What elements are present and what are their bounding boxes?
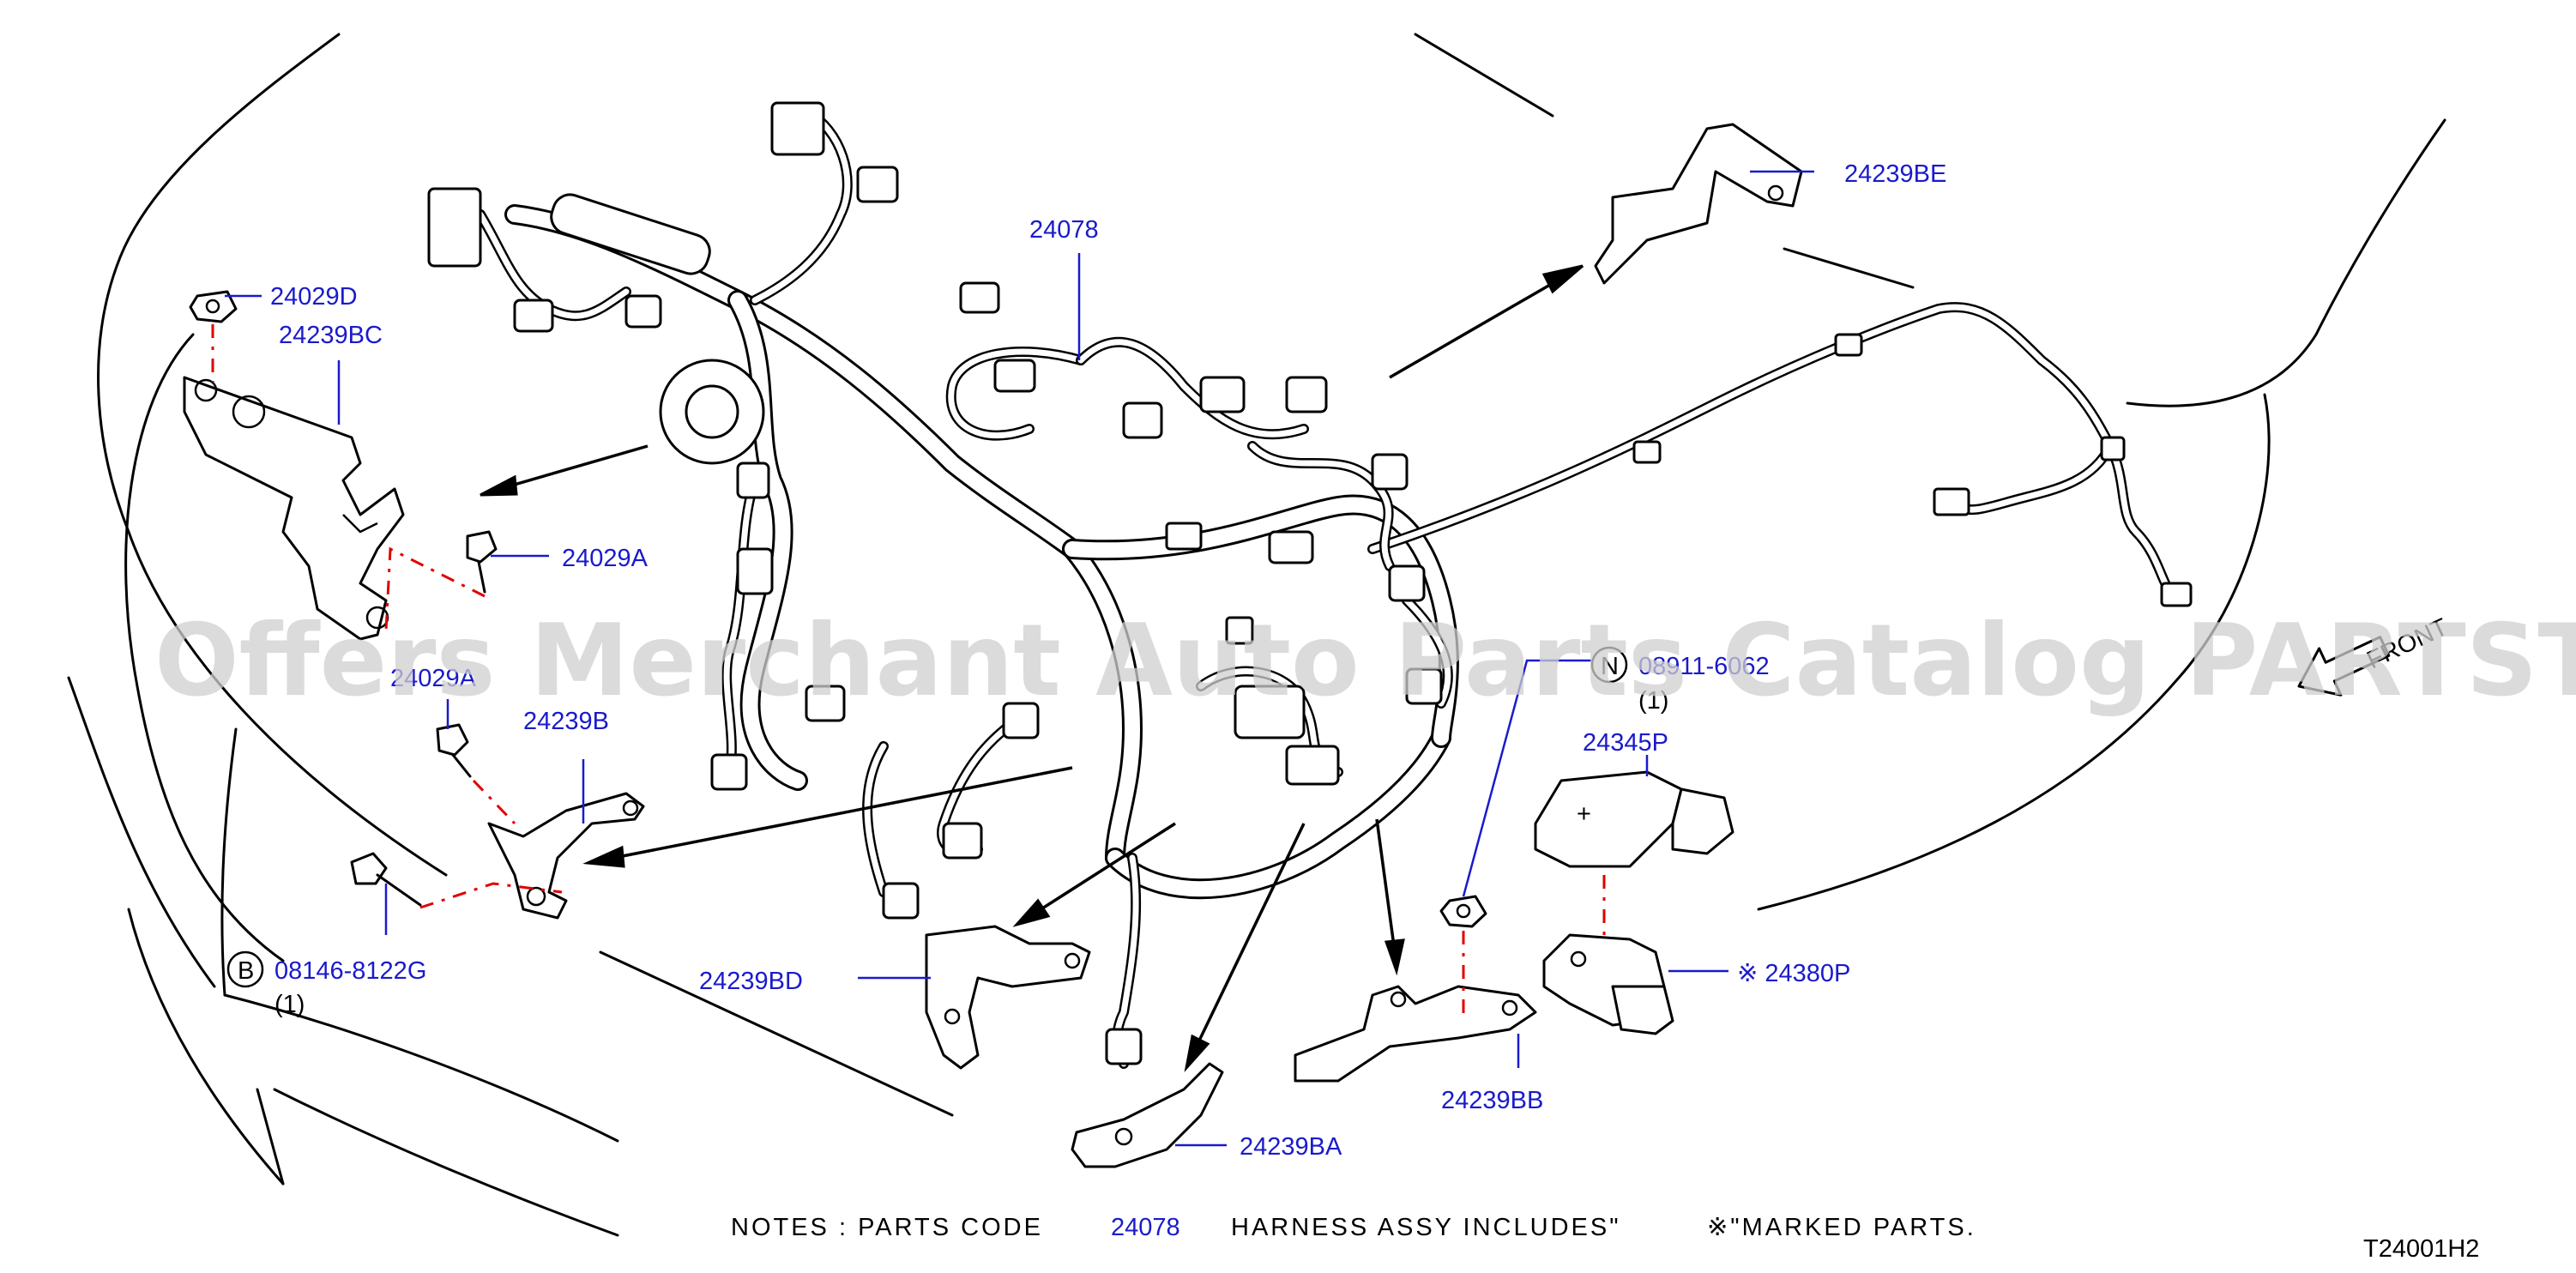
- cover-24345P[interactable]: +: [1534, 770, 1734, 868]
- label-24239BE[interactable]: 24239BE: [1844, 160, 1946, 188]
- notes-suffix: HARNESS ASSY INCLUDES": [1231, 1214, 1621, 1241]
- plus-symbol: +: [1577, 800, 1591, 828]
- label-24380P[interactable]: ※ 24380P: [1737, 960, 1850, 987]
- front-arrow-icon: [2297, 636, 2391, 697]
- bolt-08146-8122G[interactable]: [350, 852, 422, 907]
- bracket-24239BA[interactable]: [1071, 1062, 1224, 1168]
- terminal-24380P[interactable]: [1542, 933, 1674, 1035]
- label-24345P[interactable]: 24345P: [1583, 729, 1668, 757]
- circle-marker-B: [226, 950, 264, 988]
- label-08146-8122G[interactable]: 08146-8122G: [274, 957, 426, 985]
- notes-prefix: NOTES : PARTS CODE: [731, 1214, 1043, 1241]
- bracket-24239BB[interactable]: [1294, 985, 1537, 1083]
- engine-bay-outline: [67, 33, 2446, 1237]
- label-24239BB[interactable]: 24239BB: [1441, 1087, 1543, 1114]
- label-08911-6062[interactable]: 08911-6062: [1638, 653, 1770, 680]
- label-24029D[interactable]: 24029D: [270, 283, 358, 311]
- diagram-id: T24001H2: [2363, 1235, 2479, 1263]
- nut-24029D[interactable]: [189, 290, 238, 323]
- harness-branches: [427, 101, 1453, 1069]
- circle-letter-N: N: [1601, 653, 1619, 680]
- bracket-24239BD[interactable]: [925, 925, 1091, 1070]
- label-24029A-lower[interactable]: 24029A: [390, 665, 477, 692]
- notes-mark: ※"MARKED PARTS.: [1707, 1214, 1976, 1241]
- nut-08911-6062[interactable]: [1439, 895, 1487, 928]
- notes-code[interactable]: 24078: [1111, 1214, 1180, 1241]
- harness-right: [1367, 302, 2193, 607]
- bolt-24029A[interactable]: [466, 530, 498, 594]
- red-guide-24029A: [384, 546, 486, 631]
- qty-08146-8122G: (1): [274, 991, 305, 1018]
- watermark: Offers Merchant Auto Parts Catalog PARTS…: [154, 603, 2576, 719]
- label-24029A[interactable]: 24029A: [562, 545, 649, 572]
- label-24239BC[interactable]: 24239BC: [279, 322, 383, 349]
- label-24078[interactable]: 24078: [1029, 216, 1099, 244]
- part-labels: 24078 24239BE 24029D 24239BC 24029A 2402…: [226, 160, 1946, 1161]
- label-24239B[interactable]: 24239B: [523, 708, 609, 735]
- bracket-24239BE[interactable]: [1594, 123, 1803, 285]
- label-24239BA[interactable]: 24239BA: [1240, 1133, 1342, 1161]
- red-guide-24029A-lower: [472, 779, 516, 825]
- circle-marker-N: [1590, 646, 1628, 684]
- circle-letter-B: B: [238, 957, 254, 985]
- label-24239BD[interactable]: 24239BD: [699, 968, 803, 995]
- indicator-arrows: [480, 264, 1584, 1073]
- notes-line: NOTES : PARTS CODE 24078 HARNESS ASSY IN…: [731, 1214, 1976, 1241]
- leader-lines: [225, 170, 1814, 1147]
- bracket-24239BC[interactable]: [183, 376, 405, 641]
- bolt-24029A-lower[interactable]: [436, 723, 472, 778]
- red-guide-08146: [419, 882, 563, 909]
- qty-08911-6062: (1): [1638, 687, 1668, 715]
